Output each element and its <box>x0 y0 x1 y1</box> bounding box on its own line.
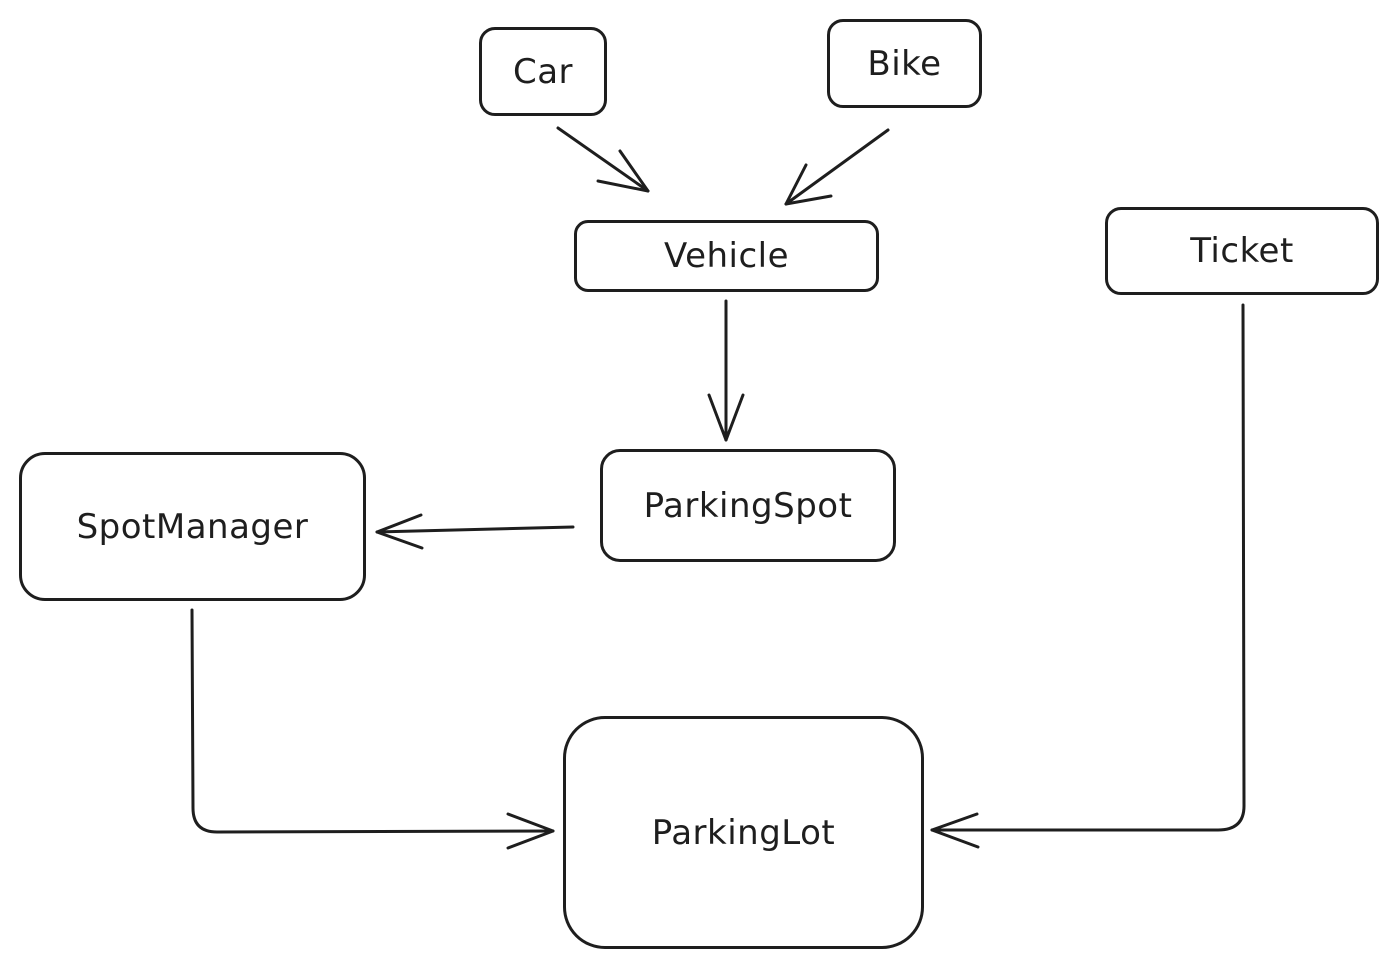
edge-vehicle-to-parkingspot[interactable] <box>707 299 745 442</box>
node-parking-lot-label: ParkingLot <box>651 812 836 853</box>
edge-car-to-vehicle[interactable] <box>556 126 650 193</box>
node-vehicle[interactable]: Vehicle <box>574 220 879 292</box>
node-vehicle-label: Vehicle <box>663 236 790 276</box>
node-ticket[interactable]: Ticket <box>1105 207 1379 295</box>
node-car[interactable]: Car <box>479 27 607 116</box>
edge-bike-to-vehicle[interactable] <box>784 128 890 206</box>
node-spot-manager-label: SpotManager <box>76 506 309 547</box>
node-spot-manager[interactable]: SpotManager <box>19 452 366 601</box>
edge-spotmanager-to-parkinglot[interactable] <box>190 608 555 850</box>
node-parking-lot[interactable]: ParkingLot <box>563 716 924 949</box>
node-parking-spot-label: ParkingSpot <box>643 485 853 526</box>
node-bike[interactable]: Bike <box>827 19 982 108</box>
node-bike-label: Bike <box>867 43 942 84</box>
node-car-label: Car <box>512 51 574 92</box>
edge-ticket-to-parkinglot[interactable] <box>930 303 1246 849</box>
node-parking-spot[interactable]: ParkingSpot <box>600 449 896 562</box>
node-ticket-label: Ticket <box>1190 231 1294 271</box>
edge-parkingspot-to-spotmanager[interactable] <box>375 513 575 550</box>
